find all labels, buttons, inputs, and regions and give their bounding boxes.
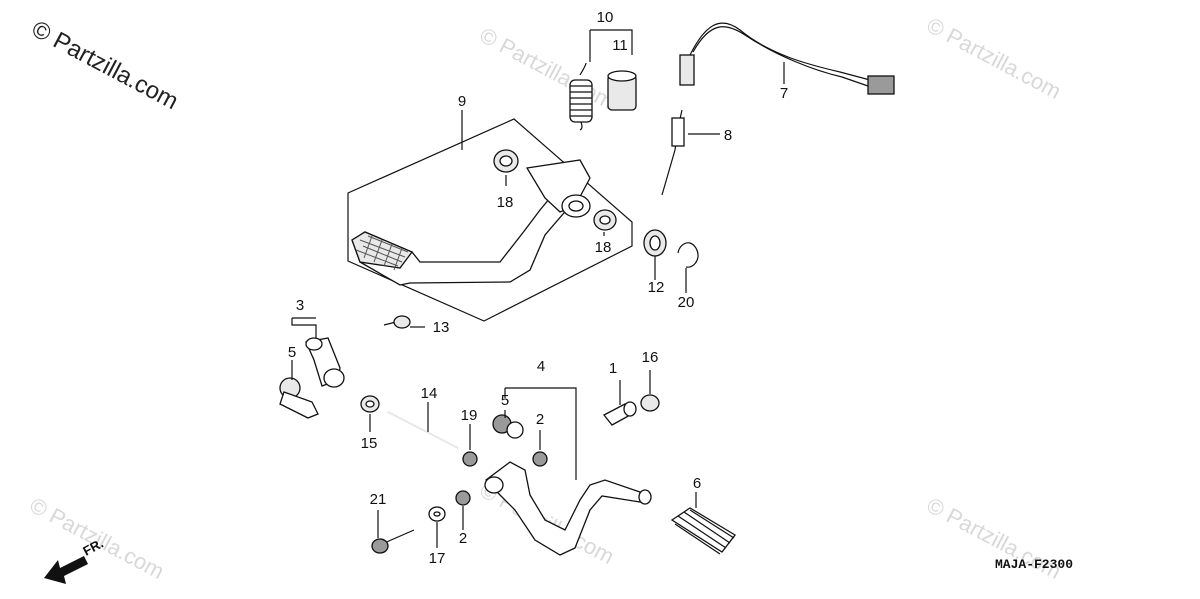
dust-seal-part[interactable] xyxy=(593,209,617,231)
callout-2: 2 xyxy=(459,530,467,547)
nut-part[interactable] xyxy=(455,490,471,506)
callout-5: 5 xyxy=(288,344,296,361)
ball-joint-part[interactable] xyxy=(279,377,319,419)
diagram-code: MAJA-F2300 xyxy=(995,557,1073,572)
brake-rod-part[interactable] xyxy=(387,411,459,449)
callout-2: 2 xyxy=(536,411,544,428)
pivot-bolt-part[interactable] xyxy=(602,401,637,426)
rod-joint-part[interactable] xyxy=(305,337,345,388)
callout-5: 5 xyxy=(501,392,509,409)
circlip-part[interactable] xyxy=(677,242,699,268)
callout-9: 9 xyxy=(458,93,466,110)
nut-part[interactable] xyxy=(360,395,380,413)
ball-joint-part[interactable] xyxy=(492,414,524,439)
faint-watermark: © Partzilla.com xyxy=(476,22,619,114)
washer-part[interactable] xyxy=(643,229,667,257)
callouts: 1 2 2 3 4 5 5 6 7 8 9 10 11 12 13 14 15 … xyxy=(288,9,788,567)
callout-14: 14 xyxy=(421,385,438,402)
nut-part[interactable] xyxy=(640,394,660,412)
faint-watermarks: © Partzilla.com © Partzilla.com © Partzi… xyxy=(26,12,1066,584)
leader-lines xyxy=(291,62,785,548)
return-spring-part[interactable] xyxy=(569,62,593,131)
callout-11: 11 xyxy=(612,37,628,54)
leader-line xyxy=(291,317,317,338)
callout-8: 8 xyxy=(724,127,732,144)
faint-watermark: © Partzilla.com xyxy=(923,12,1066,104)
nut-part[interactable] xyxy=(462,451,478,467)
callout-1: 1 xyxy=(609,360,617,377)
callout-12: 12 xyxy=(648,279,665,296)
bolt-part[interactable] xyxy=(383,315,411,329)
callout-3: 3 xyxy=(296,297,304,314)
shift-pedal-part[interactable] xyxy=(484,461,652,556)
pedal-spring-part[interactable] xyxy=(661,109,685,196)
callout-21: 21 xyxy=(370,491,387,508)
callout-17: 17 xyxy=(429,550,446,567)
callout-7: 7 xyxy=(780,85,788,102)
brake-pedal-part[interactable] xyxy=(351,159,591,286)
callout-16: 16 xyxy=(642,349,659,366)
pedal-assembly-frame xyxy=(347,118,633,322)
nut-part[interactable] xyxy=(532,451,548,467)
partzilla-watermark: © Partzilla.com xyxy=(27,15,182,115)
callout-18: 18 xyxy=(595,239,612,256)
bolt-part[interactable] xyxy=(371,529,415,554)
brake-light-switch-part[interactable] xyxy=(679,22,895,95)
callout-18: 18 xyxy=(497,194,514,211)
washer-part[interactable] xyxy=(428,506,446,522)
collar-part[interactable] xyxy=(607,70,637,111)
dust-seal-part[interactable] xyxy=(493,149,519,173)
callout-13: 13 xyxy=(433,319,450,336)
callout-4: 4 xyxy=(537,358,545,375)
callout-10: 10 xyxy=(597,9,614,26)
callout-20: 20 xyxy=(678,294,695,311)
leader-line xyxy=(589,29,633,62)
pedal-rubber-part[interactable] xyxy=(670,507,736,555)
leader-line xyxy=(504,387,577,480)
front-direction-arrow-icon: FR. xyxy=(44,536,106,584)
callout-19: 19 xyxy=(461,407,478,424)
callout-15: 15 xyxy=(361,435,378,452)
callout-6: 6 xyxy=(693,475,701,492)
